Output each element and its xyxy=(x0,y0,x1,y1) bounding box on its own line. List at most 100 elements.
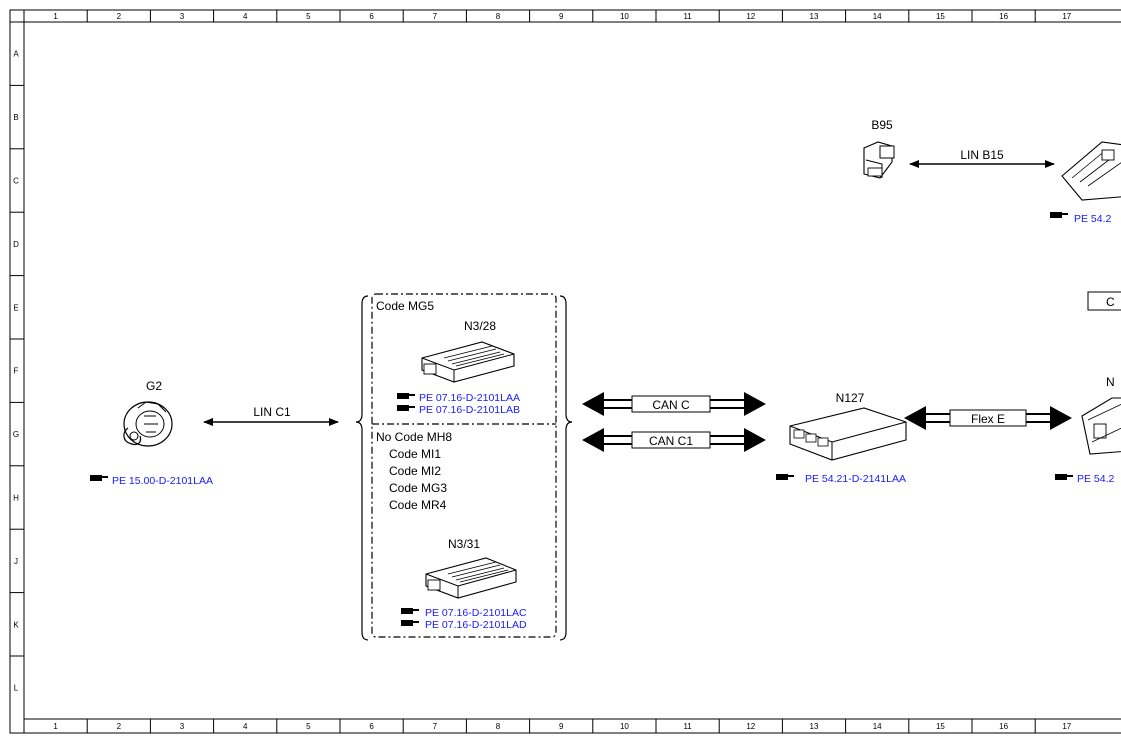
sensor-b95-icon xyxy=(863,141,895,179)
g2-ref-text[interactable]: PE 15.00-D-2101LAA xyxy=(112,475,213,487)
n127-ref[interactable]: PE 54.21-D-2141LAA xyxy=(776,473,906,485)
column-number: 16 xyxy=(999,12,1008,21)
code-box xyxy=(355,293,573,641)
pointing-hand-icon xyxy=(1050,212,1068,218)
column-number: 15 xyxy=(936,12,945,21)
g2-ref[interactable]: PE 15.00-D-2101LAA xyxy=(90,475,213,487)
column-number: 15 xyxy=(936,722,945,731)
column-number: 4 xyxy=(243,722,248,731)
column-number: 17 xyxy=(1062,12,1071,21)
code-item-4: Code MR4 xyxy=(389,498,447,512)
column-number: 5 xyxy=(306,12,311,21)
right-top-module-icon xyxy=(1061,141,1121,201)
n3-31-ref-2[interactable]: PE 07.16-D-2101LAD xyxy=(425,619,527,631)
outer-frame xyxy=(9,9,1121,734)
n3-31-ref-1[interactable]: PE 07.16-D-2101LAC xyxy=(425,607,527,619)
pointing-hand-icon xyxy=(776,474,794,480)
row-letter: J xyxy=(14,557,18,566)
column-number: 17 xyxy=(1062,722,1071,731)
right-code-box xyxy=(1087,291,1121,311)
column-number: 7 xyxy=(433,12,438,21)
row-letter: K xyxy=(13,620,19,629)
column-number: 9 xyxy=(559,12,564,21)
b95-label: B95 xyxy=(871,118,893,132)
alternator-g2-icon xyxy=(123,401,173,447)
column-number: 8 xyxy=(496,722,501,731)
column-number: 8 xyxy=(496,12,501,21)
row-letter: A xyxy=(13,50,19,59)
column-number: 11 xyxy=(683,722,692,731)
row-letter: F xyxy=(14,367,19,376)
ecu-n3-31-icon xyxy=(425,557,517,599)
can-c-arrow xyxy=(582,392,766,416)
column-number: 3 xyxy=(180,12,185,21)
row-letter: D xyxy=(13,240,19,249)
right-brace xyxy=(559,295,573,641)
column-number: 12 xyxy=(746,722,755,731)
code-mg5-title: Code MG5 xyxy=(376,299,434,313)
right-mid-ref[interactable]: PE 54.2 xyxy=(1055,473,1115,485)
pointing-hand-icon xyxy=(397,405,415,411)
column-number: 10 xyxy=(620,722,629,731)
row-letter: B xyxy=(13,113,18,122)
column-number: 2 xyxy=(117,722,122,731)
column-number: 16 xyxy=(999,722,1008,731)
column-number: 2 xyxy=(117,12,122,21)
code-item-3: Code MG3 xyxy=(389,481,447,495)
can-c1-arrow xyxy=(582,428,766,452)
column-number: 1 xyxy=(53,722,58,731)
can-c-label: CAN C xyxy=(652,398,690,412)
column-number: 13 xyxy=(810,722,819,731)
pointing-hand-icon xyxy=(401,620,419,626)
pointing-hand-icon xyxy=(90,475,108,481)
left-brace xyxy=(355,295,369,641)
column-number: 6 xyxy=(369,12,374,21)
right-code-box-label: C xyxy=(1106,295,1115,309)
n3-28-refs[interactable]: PE 07.16-D-2101LAA PE 07.16-D-2101LAB xyxy=(397,392,520,416)
column-number: 9 xyxy=(559,722,564,731)
ecu-n3-28-icon xyxy=(421,341,515,383)
right-top-ref-text[interactable]: PE 54.2 xyxy=(1074,213,1112,225)
column-number: 13 xyxy=(810,12,819,21)
column-number: 7 xyxy=(433,722,438,731)
code-item-2: Code MI2 xyxy=(389,464,441,478)
flex-e-label: Flex E xyxy=(971,412,1005,426)
column-number: 12 xyxy=(746,12,755,21)
column-number: 4 xyxy=(243,12,248,21)
row-letter: L xyxy=(14,684,19,693)
module-n127-icon xyxy=(789,407,907,461)
code-item-1: Code MI1 xyxy=(389,447,441,461)
n127-label: N127 xyxy=(836,391,865,405)
right-mid-module-icon xyxy=(1081,397,1121,455)
right-mid-label: N xyxy=(1106,375,1115,389)
n3-31-label: N3/31 xyxy=(448,537,480,551)
n127-ref-text[interactable]: PE 54.21-D-2141LAA xyxy=(805,473,906,485)
n3-28-ref-1[interactable]: PE 07.16-D-2101LAA xyxy=(419,392,520,404)
column-number: 5 xyxy=(306,722,311,731)
lin-b15-label: LIN B15 xyxy=(960,148,1004,162)
row-letter: E xyxy=(13,303,18,312)
column-number: 6 xyxy=(369,722,374,731)
n3-31-refs[interactable]: PE 07.16-D-2101LAC PE 07.16-D-2101LAD xyxy=(401,607,527,631)
row-letter: H xyxy=(13,494,19,503)
column-number: 1 xyxy=(53,12,58,21)
flex-e-arrow xyxy=(904,406,1072,430)
g2-label: G2 xyxy=(146,379,162,393)
column-number: 3 xyxy=(180,722,185,731)
lin-c1-label: LIN C1 xyxy=(253,405,291,419)
pointing-hand-icon xyxy=(397,393,415,399)
right-top-ref[interactable]: PE 54.2 xyxy=(1050,212,1112,225)
can-c1-label: CAN C1 xyxy=(649,434,693,448)
n3-28-ref-2[interactable]: PE 07.16-D-2101LAB xyxy=(419,404,520,416)
column-number: 10 xyxy=(620,12,629,21)
no-code-mh8-title: No Code MH8 xyxy=(376,430,452,444)
pointing-hand-icon xyxy=(401,608,419,614)
column-number: 14 xyxy=(873,12,882,21)
row-letter: G xyxy=(13,430,19,439)
right-mid-ref-text[interactable]: PE 54.2 xyxy=(1077,473,1115,485)
column-number: 11 xyxy=(683,12,692,21)
